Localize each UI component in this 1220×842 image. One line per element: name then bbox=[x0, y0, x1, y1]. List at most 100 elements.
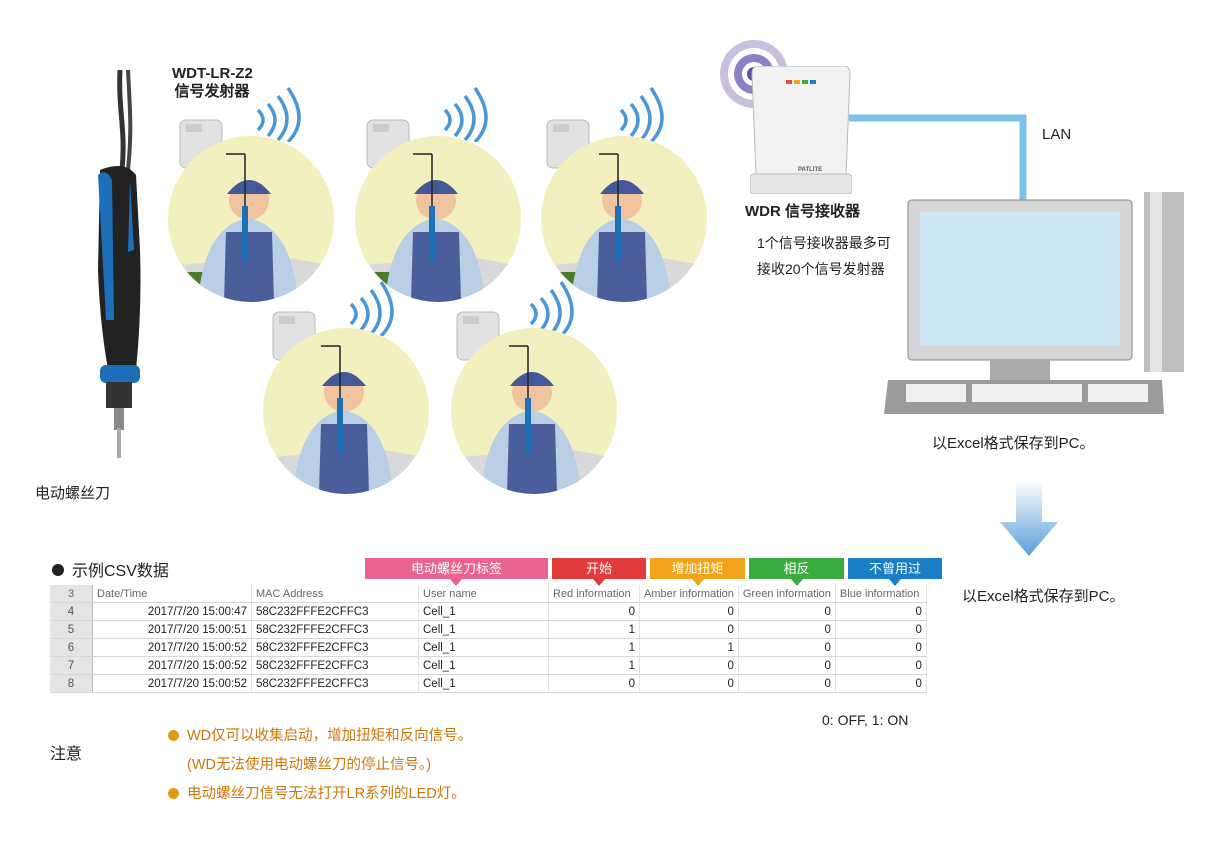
cell-amber: 0 bbox=[639, 656, 739, 675]
table-row: 5 2017/7/20 15:00:51 58C232FFFE2CFFC3 Ce… bbox=[50, 620, 927, 639]
receiver-note-line2: 接收20个信号发射器 bbox=[757, 261, 885, 277]
notes-title: 注意 bbox=[50, 746, 83, 763]
note-item: WD仅可以收集启动，增加扭矩和反向信号。 bbox=[168, 722, 472, 751]
cell-green: 0 bbox=[738, 674, 836, 693]
pc-save-label: 以Excel格式保存到PC。 bbox=[932, 435, 1095, 452]
cell-datetime: 2017/7/20 15:00:52 bbox=[92, 638, 252, 657]
header-cell: Green information bbox=[738, 585, 836, 603]
pc-save-label-2: 以Excel格式保存到PC。 bbox=[962, 588, 1125, 605]
tag-reverse-text: 相反 bbox=[783, 561, 810, 576]
cell-user: Cell_1 bbox=[418, 602, 549, 621]
wireless-signal-icon bbox=[619, 87, 664, 142]
cell-amber: 1 bbox=[639, 638, 739, 657]
tag-screwdriver-label: 电动螺丝刀标签 bbox=[365, 558, 548, 586]
lan-label: LAN bbox=[1042, 126, 1072, 143]
system-diagram: 电动螺丝刀 WDT-LR-Z2 信号发射器 PATLITE WD bbox=[35, 40, 1184, 556]
onoff-legend: 0: OFF, 1: ON bbox=[822, 712, 909, 728]
cell-datetime: 2017/7/20 15:00:52 bbox=[92, 656, 252, 675]
note-text: WD仅可以收集启动，增加扭矩和反向信号。 bbox=[187, 728, 473, 744]
tag-unused-text: 不曾用过 bbox=[868, 561, 921, 576]
worker-station bbox=[541, 87, 741, 302]
wireless-signal-icon bbox=[256, 87, 301, 142]
worker-illustration bbox=[263, 345, 429, 494]
note-text: 电动螺丝刀信号无法打开LR系列的LED灯。 bbox=[187, 786, 466, 802]
tag-start: 开始 bbox=[552, 558, 646, 586]
tag-unused: 不曾用过 bbox=[848, 558, 942, 586]
bullet-icon bbox=[168, 787, 179, 799]
cell-amber: 0 bbox=[639, 620, 739, 639]
tag-pointer-icon bbox=[889, 579, 901, 586]
receiver-label: WDR 信号接收器 bbox=[745, 203, 860, 220]
cell-amber: 0 bbox=[639, 674, 739, 693]
tag-screwdriver-label-text: 电动螺丝刀标签 bbox=[410, 561, 502, 576]
tag-pointer-icon bbox=[692, 579, 704, 586]
row-number: 5 bbox=[50, 620, 93, 639]
row-number: 6 bbox=[50, 638, 93, 657]
transmitter-model: WDT-LR-Z2 bbox=[172, 65, 253, 82]
cell-green: 0 bbox=[738, 602, 836, 621]
notes-list: WD仅可以收集启动，增加扭矩和反向信号。 (WD无法使用电动螺丝刀的停止信号。)… bbox=[168, 722, 472, 809]
cell-red: 1 bbox=[548, 638, 640, 657]
header-cell: MAC Address bbox=[251, 585, 419, 603]
header-cell: Blue information bbox=[835, 585, 927, 603]
row-number: 4 bbox=[50, 602, 93, 621]
header-cell: User name bbox=[418, 585, 549, 603]
pc-computer-icon bbox=[884, 192, 1184, 414]
table-header-row: 3 Date/Time MAC Address User name Red in… bbox=[50, 585, 927, 603]
row-number: 7 bbox=[50, 656, 93, 675]
csv-title-text: 示例CSV数据 bbox=[72, 563, 169, 580]
table-row: 6 2017/7/20 15:00:52 58C232FFFE2CFFC3 Ce… bbox=[50, 638, 927, 657]
electric-screwdriver-icon bbox=[98, 70, 141, 458]
bullet-icon bbox=[52, 563, 64, 576]
cell-amber: 0 bbox=[639, 602, 739, 621]
screwdriver-label: 电动螺丝刀 bbox=[35, 485, 111, 502]
note-item: 电动螺丝刀信号无法打开LR系列的LED灯。 bbox=[168, 780, 472, 809]
cell-user: Cell_1 bbox=[418, 674, 549, 693]
cell-datetime: 2017/7/20 15:00:52 bbox=[92, 674, 252, 693]
worker-illustration bbox=[168, 153, 334, 302]
cell-blue: 0 bbox=[835, 656, 927, 675]
transmitter-type: 信号发射器 bbox=[174, 83, 250, 100]
tag-start-text: 开始 bbox=[585, 561, 612, 576]
cell-red: 1 bbox=[548, 620, 640, 639]
bullet-icon bbox=[168, 729, 179, 741]
lan-cable bbox=[849, 114, 1027, 212]
row-number: 8 bbox=[50, 674, 93, 693]
tag-torque-up: 增加扭矩 bbox=[650, 558, 745, 586]
cell-red: 0 bbox=[548, 602, 640, 621]
cell-mac: 58C232FFFE2CFFC3 bbox=[251, 638, 419, 657]
cell-red: 0 bbox=[548, 674, 640, 693]
csv-table: 3 Date/Time MAC Address User name Red in… bbox=[50, 585, 927, 693]
receiver-note: 1个信号接收器最多可 接收20个信号发射器 bbox=[757, 230, 891, 282]
tag-pointer-icon bbox=[593, 579, 605, 586]
note-item: (WD无法使用电动螺丝刀的停止信号。) bbox=[168, 751, 472, 780]
transmitter-label: WDT-LR-Z2 信号发射器 bbox=[172, 65, 253, 101]
worker-station bbox=[355, 87, 555, 302]
cell-datetime: 2017/7/20 15:00:47 bbox=[92, 602, 252, 621]
cell-mac: 58C232FFFE2CFFC3 bbox=[251, 620, 419, 639]
wireless-signal-icon bbox=[443, 87, 488, 142]
cell-user: Cell_1 bbox=[418, 638, 549, 657]
worker-station bbox=[168, 87, 368, 302]
cell-datetime: 2017/7/20 15:00:51 bbox=[92, 620, 252, 639]
tag-torque-up-text: 增加扭矩 bbox=[671, 561, 724, 576]
cell-mac: 58C232FFFE2CFFC3 bbox=[251, 602, 419, 621]
table-row: 8 2017/7/20 15:00:52 58C232FFFE2CFFC3 Ce… bbox=[50, 674, 927, 693]
cell-blue: 0 bbox=[835, 638, 927, 657]
cell-mac: 58C232FFFE2CFFC3 bbox=[251, 656, 419, 675]
worker-station bbox=[263, 281, 463, 500]
table-row: 4 2017/7/20 15:00:47 58C232FFFE2CFFC3 Ce… bbox=[50, 602, 927, 621]
cell-blue: 0 bbox=[835, 674, 927, 693]
wdr-receiver-icon bbox=[750, 66, 852, 194]
table-row: 7 2017/7/20 15:00:52 58C232FFFE2CFFC3 Ce… bbox=[50, 656, 927, 675]
cell-user: Cell_1 bbox=[418, 656, 549, 675]
worker-illustration bbox=[451, 345, 617, 494]
cell-blue: 0 bbox=[835, 620, 927, 639]
down-arrow-icon bbox=[1000, 480, 1058, 556]
wireless-signal-icon bbox=[349, 281, 394, 336]
header-cell: Amber information bbox=[639, 585, 739, 603]
receiver-note-line1: 1个信号接收器最多可 bbox=[757, 235, 891, 251]
receiver-brand: PATLITE bbox=[798, 167, 823, 173]
worker-station bbox=[451, 281, 651, 500]
cell-mac: 58C232FFFE2CFFC3 bbox=[251, 674, 419, 693]
